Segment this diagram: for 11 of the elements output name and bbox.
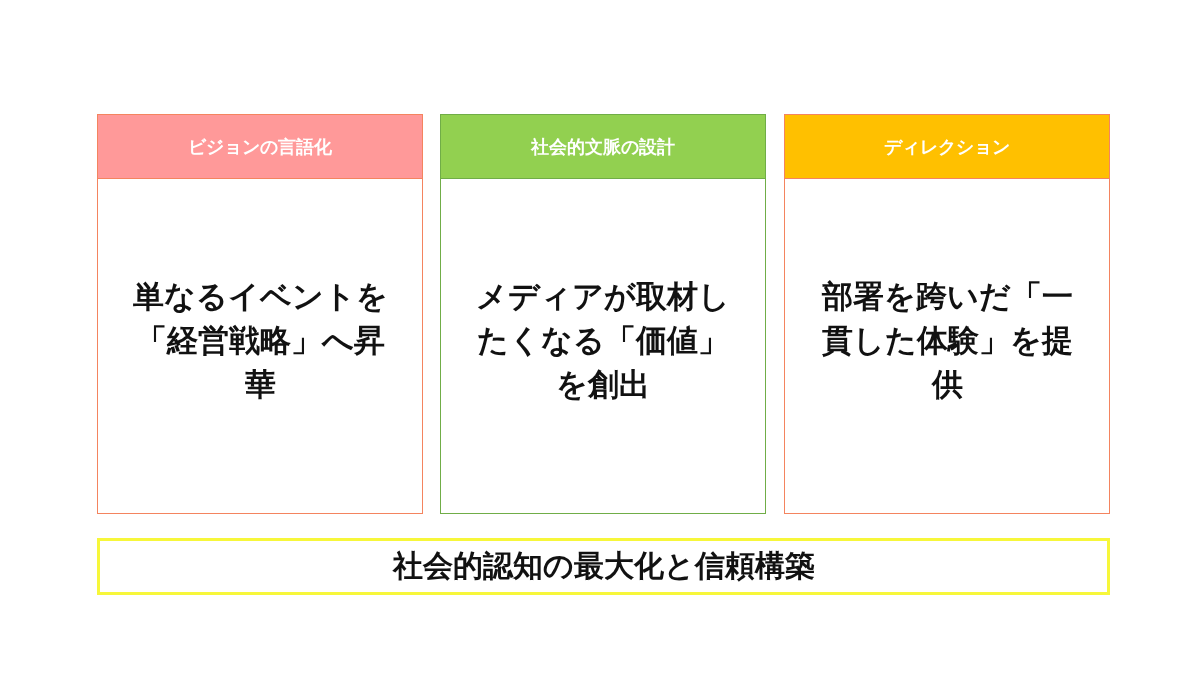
card-header: ディレクション — [785, 115, 1109, 179]
card-body-text: メディアが取材したくなる「価値」を創出 — [475, 277, 731, 405]
card-body-text: 単なるイベントを「経営戦略」へ昇華 — [131, 277, 389, 405]
card-body-text: 部署を跨いだ「一貫した体験」を提供 — [820, 277, 1074, 405]
card — [97, 114, 423, 514]
summary-box — [97, 538, 1110, 595]
card — [784, 114, 1110, 514]
summary-text: 社会的認知の最大化と信頼構築 — [392, 547, 815, 585]
card — [440, 114, 766, 514]
card-header: ビジョンの言語化 — [98, 115, 422, 179]
card-header: 社会的文脈の設計 — [441, 115, 765, 179]
